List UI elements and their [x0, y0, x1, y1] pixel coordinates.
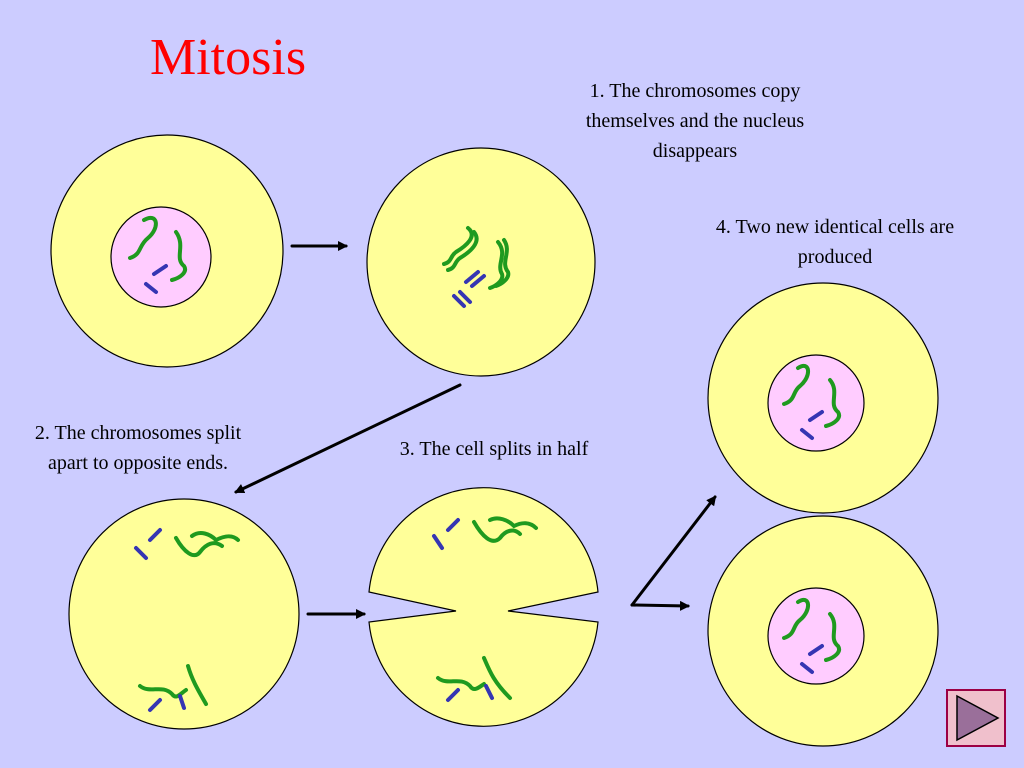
cell-daughter-top — [707, 282, 939, 514]
chromosome-short — [144, 282, 158, 294]
chromosome-short — [446, 518, 460, 532]
chromosome-long — [174, 536, 224, 558]
chromosome-short — [152, 264, 168, 276]
chromosome-short — [148, 528, 162, 542]
chromosome-short — [178, 694, 186, 710]
cell-dividing — [368, 487, 599, 727]
chromosome-long — [782, 598, 810, 640]
chromosome-long — [170, 230, 187, 282]
chromosome-short — [800, 662, 814, 674]
caption-step1: 1. The chromosomes copy themselves and t… — [585, 80, 805, 162]
nucleus — [767, 587, 865, 685]
chromosome-short — [484, 684, 494, 700]
chromosome-long — [138, 684, 188, 699]
chromosome-long — [488, 516, 538, 530]
chromosome-long — [824, 378, 841, 428]
chromosome-short — [446, 688, 460, 702]
chromosome-short — [458, 290, 472, 304]
next-slide-button[interactable] — [946, 689, 1006, 747]
chromosome-short — [432, 534, 444, 550]
chromosome-long — [186, 664, 208, 706]
nucleus — [767, 354, 865, 452]
chromosome-short — [148, 698, 162, 712]
caption-step3: 3. The cell splits in half — [399, 438, 589, 460]
chromosome-long — [442, 226, 474, 266]
chromosome-short — [470, 274, 486, 288]
chromosome-short — [464, 270, 480, 284]
arrow-step2 — [234, 383, 462, 494]
chromosome-long — [482, 656, 512, 700]
caption-step2: 2. The chromosomes split apart to opposi… — [34, 422, 242, 474]
chromosome-long — [128, 216, 158, 260]
chromosome-long — [190, 531, 240, 543]
chromosome-long — [472, 520, 522, 543]
chromosome-long — [436, 676, 486, 692]
chromosome-long — [782, 364, 810, 406]
cell-copied — [366, 147, 596, 377]
caption-step4: 4. Two new identical cells are produced — [715, 216, 955, 268]
chromosome-short — [808, 644, 824, 656]
chromosome-short — [452, 294, 466, 308]
cell-separating — [68, 498, 300, 730]
play-next-icon — [956, 694, 1000, 742]
page-title: Mitosis — [150, 29, 307, 86]
chromosome-long — [824, 612, 841, 662]
arrow-step4-right — [630, 600, 690, 611]
chromosome-long — [446, 230, 479, 272]
chromosome-long — [494, 238, 511, 288]
chromosome-short — [808, 410, 824, 422]
cell-parent — [50, 134, 284, 368]
nucleus — [110, 206, 212, 308]
chromosome-short — [134, 546, 148, 560]
chromosome-short — [800, 428, 814, 440]
cell-daughter-bottom — [707, 515, 939, 747]
arrow-step4-up — [630, 495, 717, 607]
